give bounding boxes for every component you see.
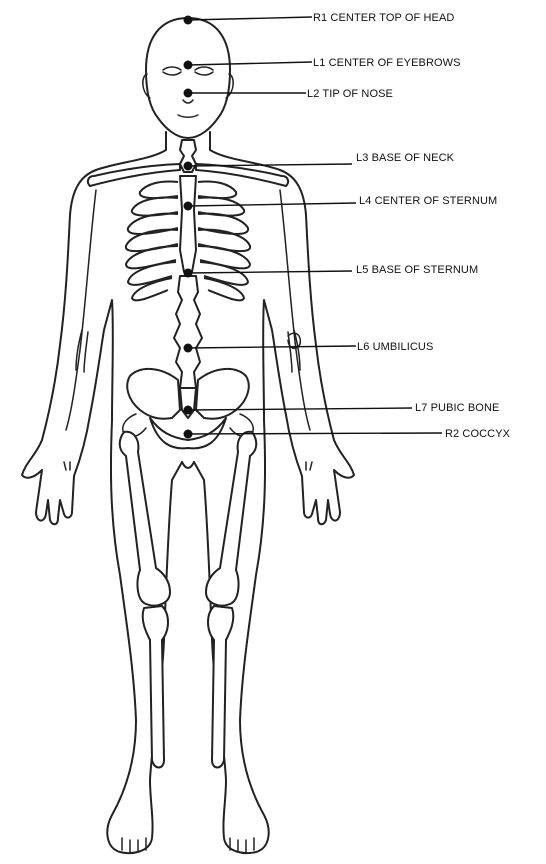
- marker-dot: [184, 430, 193, 439]
- point-r2: R2 COCCYX: [184, 428, 511, 440]
- lumbar-spine: [174, 276, 202, 388]
- label-l7: L7 PUBIC BONE: [415, 402, 499, 414]
- right-inner-arm: [280, 190, 310, 430]
- point-l2: L2 TIP OF NOSE: [184, 88, 393, 100]
- marker-dot: [184, 61, 193, 70]
- label-r1: R1 CENTER TOP OF HEAD: [313, 12, 454, 24]
- left-eye: [163, 67, 181, 75]
- marker-dot: [184, 269, 193, 278]
- marker-dot: [184, 344, 193, 353]
- left-tibia: [143, 606, 168, 768]
- point-l6: L6 UMBILICUS: [184, 341, 434, 353]
- right-tibia: [208, 606, 233, 768]
- right-eye: [195, 67, 213, 75]
- label-l5: L5 BASE OF STERNUM: [356, 264, 478, 276]
- marker-dot: [184, 202, 193, 211]
- left-inner-arm: [66, 190, 96, 430]
- skeleton: [64, 140, 312, 852]
- marker-dot: [184, 406, 193, 415]
- nose: [183, 100, 193, 103]
- label-l3: L3 BASE OF NECK: [356, 152, 455, 164]
- label-r2: R2 COCCYX: [445, 428, 511, 440]
- marker-dot: [184, 16, 193, 25]
- sternum: [180, 176, 196, 272]
- marker-dot: [184, 89, 193, 98]
- label-l4: L4 CENTER OF STERNUM: [359, 195, 497, 207]
- left-ilium: [127, 369, 180, 419]
- point-l1: L1 CENTER OF EYEBROWS: [184, 57, 461, 70]
- left-wrist: [64, 462, 70, 470]
- point-r1: R1 CENTER TOP OF HEAD: [184, 12, 455, 25]
- marker-dot: [184, 162, 193, 171]
- mouth: [178, 115, 198, 117]
- left-femur: [120, 432, 170, 606]
- label-l1: L1 CENTER OF EYEBROWS: [313, 57, 461, 69]
- left-ribs: [126, 181, 178, 300]
- label-l6: L6 UMBILICUS: [357, 341, 433, 353]
- right-wrist: [306, 462, 312, 470]
- crotch-line: [182, 462, 194, 468]
- right-femur: [206, 432, 256, 606]
- label-l2: L2 TIP OF NOSE: [307, 88, 393, 100]
- right-ribs: [198, 181, 250, 300]
- right-ilium: [196, 369, 249, 419]
- head-outline: [146, 18, 230, 138]
